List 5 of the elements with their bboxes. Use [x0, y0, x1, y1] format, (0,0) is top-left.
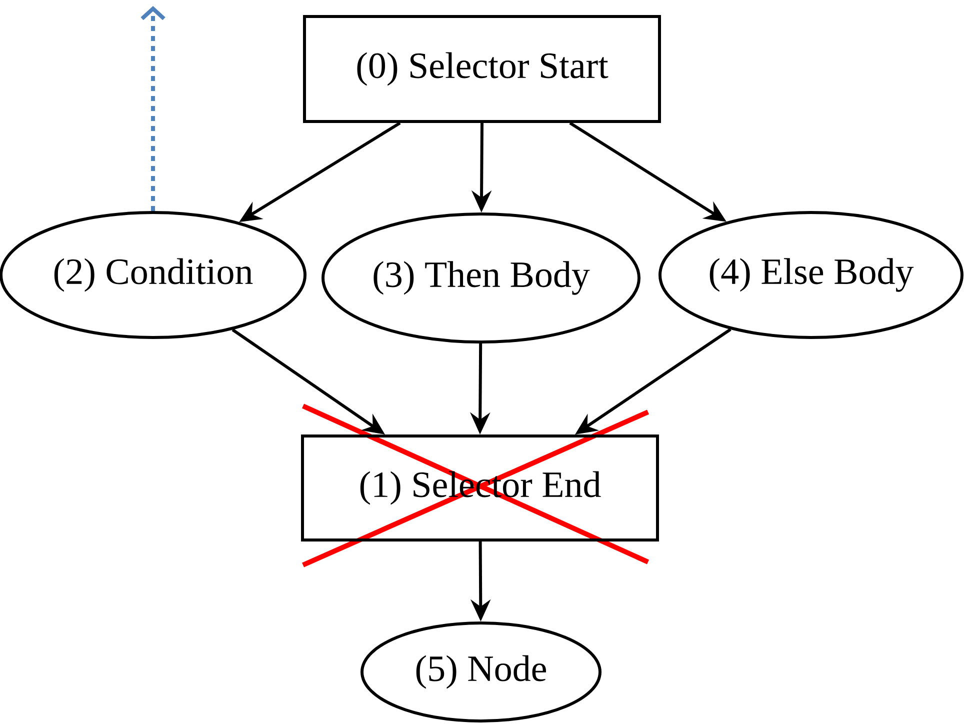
ellipse-node: (5) Node: [360, 622, 602, 722]
dotted-arrow: [140, 6, 166, 211]
process-box: (0) Selector Start: [303, 15, 661, 123]
ellipse-node: (3) Then Body: [322, 212, 640, 344]
ellipse-node: (4) Else Body: [658, 211, 964, 339]
